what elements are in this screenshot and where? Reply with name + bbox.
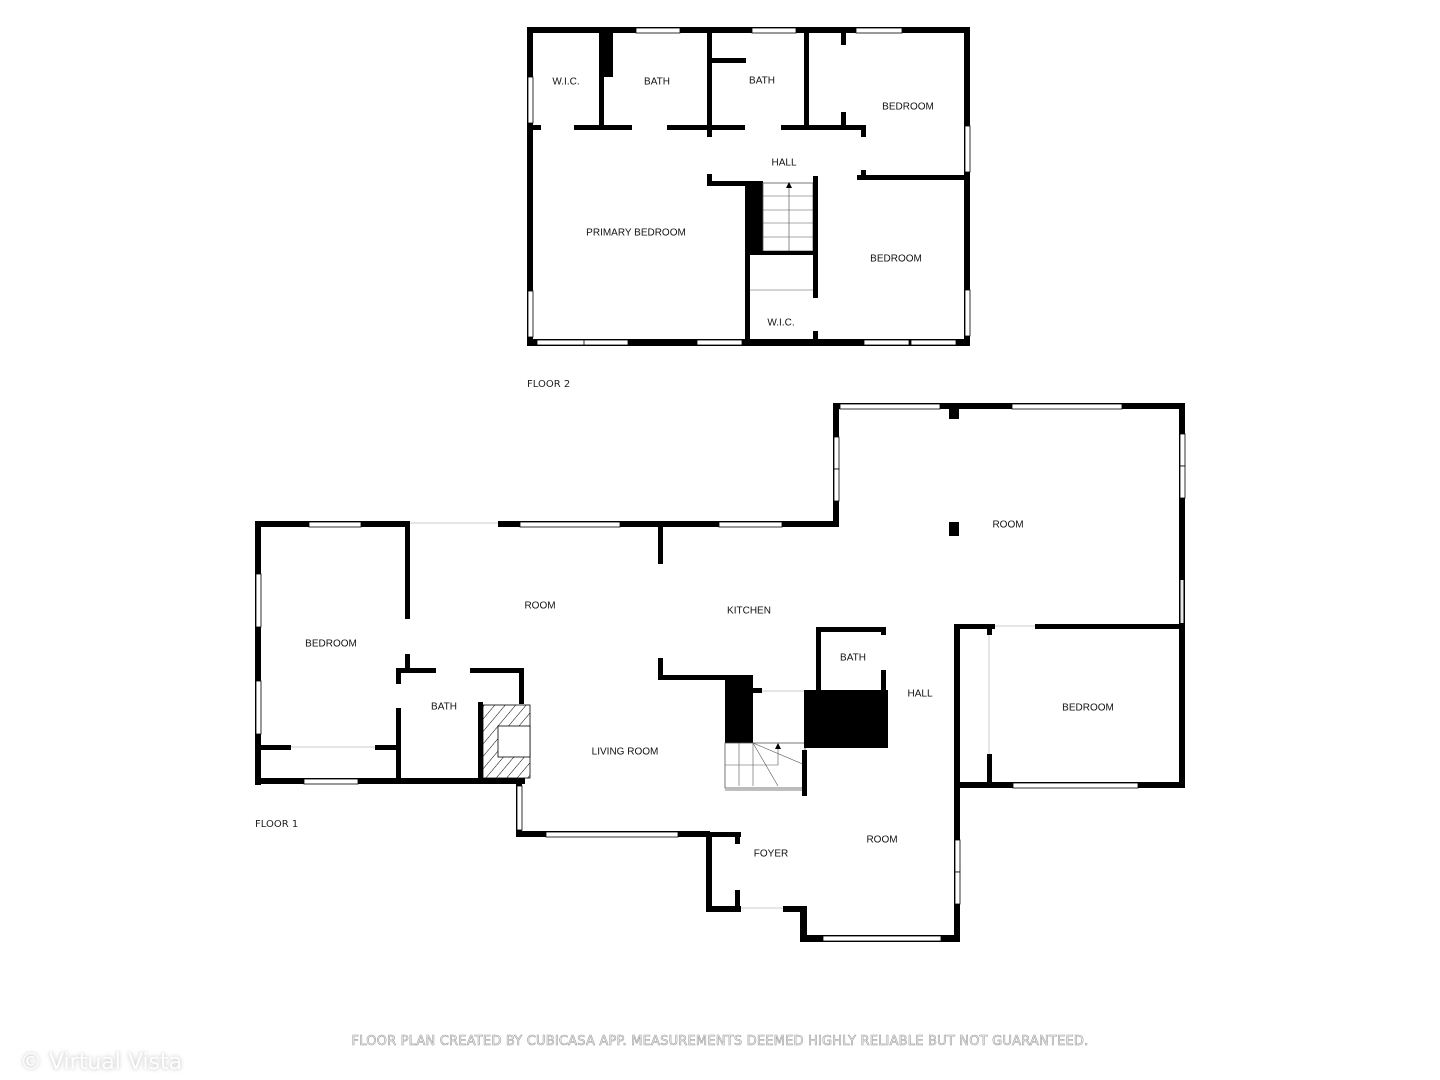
room-label-bath: BATH: [431, 702, 457, 713]
room-label-room: ROOM: [992, 520, 1023, 531]
stair-up-arrow-icon: [775, 743, 781, 749]
room-label-wic: W.I.C.: [767, 318, 794, 329]
room-label-bath: BATH: [749, 76, 775, 87]
room-label-room: ROOM: [866, 835, 897, 846]
room-label-wic: W.I.C.: [552, 77, 579, 88]
room-label-hall: HALL: [771, 158, 796, 169]
room-label-hall: HALL: [907, 689, 932, 700]
room-label-foyer: FOYER: [754, 849, 788, 860]
stair-up-arrow-icon: [786, 182, 792, 188]
room-label-kitchen: KITCHEN: [727, 606, 771, 617]
room-label-bath: BATH: [840, 653, 866, 664]
room-label-living-room: LIVING ROOM: [592, 747, 659, 758]
floor-1-labels: BEDROOM BATH ROOM KITCHEN LIVING ROOM RO…: [255, 520, 1114, 860]
fireplace-icon: [482, 704, 531, 779]
room-label-primary-bedroom: PRIMARY BEDROOM: [586, 228, 686, 239]
room-label-bedroom: BEDROOM: [305, 639, 357, 650]
room-label-bedroom: BEDROOM: [870, 254, 922, 265]
watermark: © Virtual Vista: [20, 1050, 183, 1075]
floor-2-labels: W.I.C. BATH BATH BEDROOM HALL PRIMARY BE…: [527, 76, 934, 390]
room-label-bedroom: BEDROOM: [1062, 703, 1114, 714]
room-label-bedroom: BEDROOM: [882, 102, 934, 113]
floor-2-title: FLOOR 2: [527, 379, 570, 390]
room-label-bath: BATH: [644, 77, 670, 88]
staircase-icon: [724, 742, 806, 791]
disclaimer-text: FLOOR PLAN CREATED BY CUBICASA APP. MEAS…: [351, 1034, 1089, 1050]
floor-2-plan: [527, 27, 971, 346]
floor-1-title: FLOOR 1: [255, 819, 298, 830]
room-label-room: ROOM: [524, 601, 555, 612]
floor-1-plan: [255, 403, 1186, 942]
